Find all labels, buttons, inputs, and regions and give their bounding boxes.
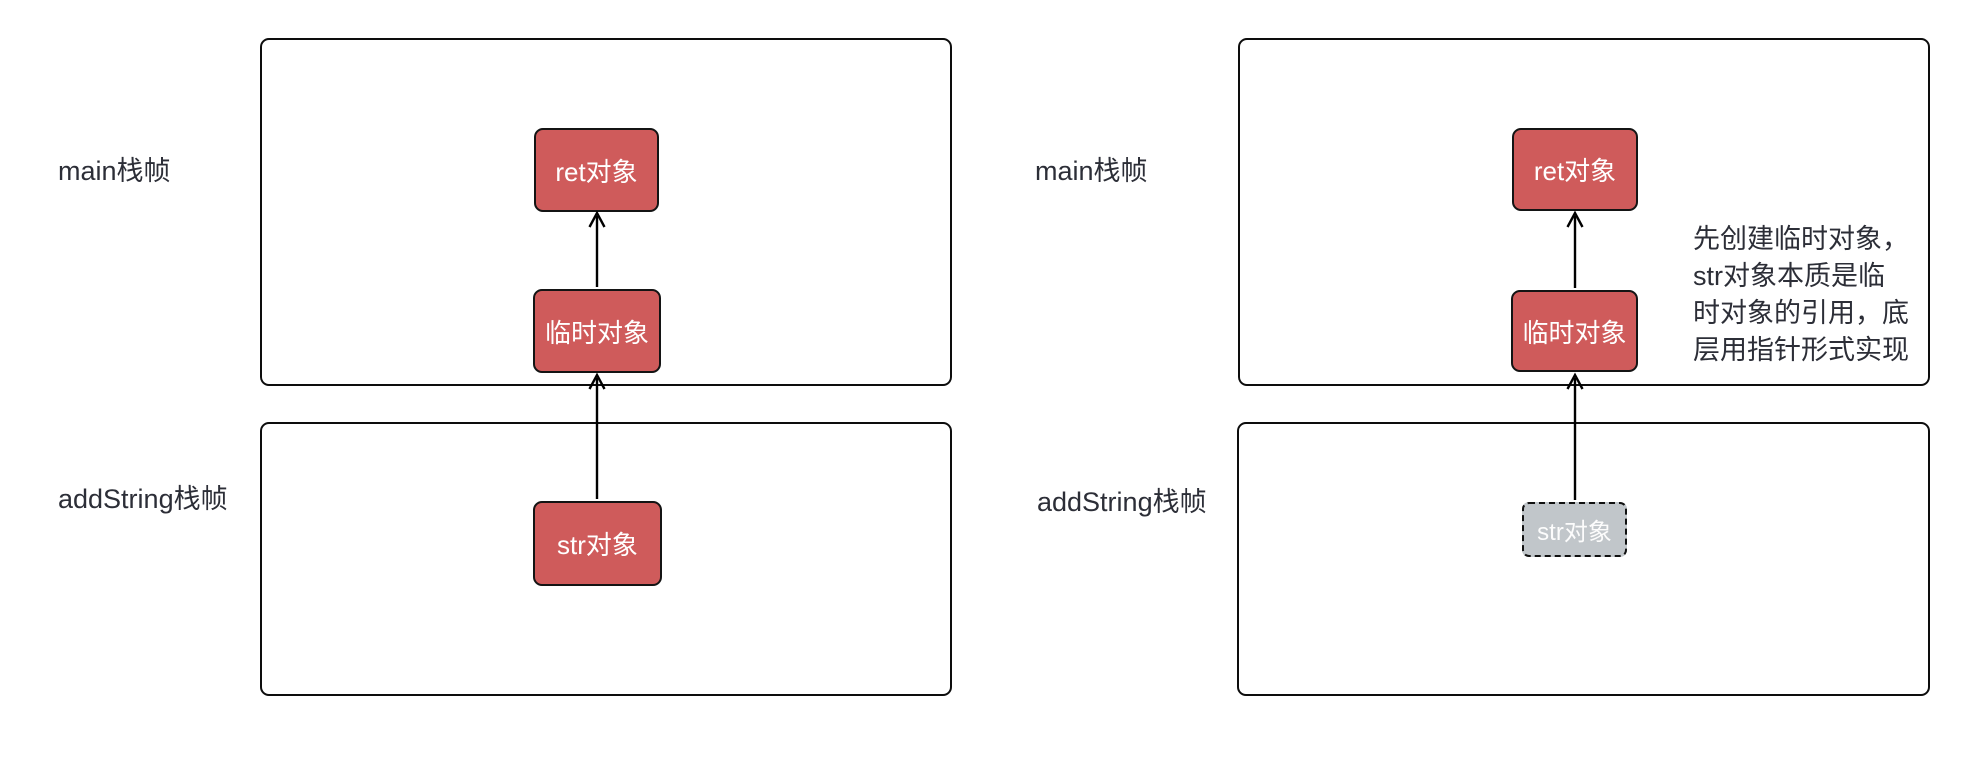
left-main-frame-label: main栈帧	[58, 156, 171, 186]
left-addstring-stack-frame	[260, 422, 952, 696]
right-main-stack-frame	[1238, 38, 1930, 386]
annotation-line: 层用指针形式实现	[1693, 335, 1909, 365]
left-main-stack-frame	[260, 38, 952, 386]
annotation-line: str对象本质是临	[1693, 261, 1885, 291]
left-str-object-box: str对象	[533, 501, 662, 586]
annotation-line: 时对象的引用，底	[1693, 298, 1909, 328]
right-addstring-frame-label: addString栈帧	[1037, 487, 1207, 517]
left-addstring-frame-label: addString栈帧	[58, 484, 228, 514]
right-annotation-text: 先创建临时对象， str对象本质是临 时对象的引用，底 层用指针形式实现	[1693, 221, 1928, 369]
right-ret-object-box: ret对象	[1512, 128, 1638, 211]
right-addstring-stack-frame	[1237, 422, 1930, 696]
right-str-object-box-dashed: str对象	[1522, 502, 1627, 557]
left-temp-object-box: 临时对象	[533, 289, 661, 373]
left-ret-object-box: ret对象	[534, 128, 659, 212]
right-main-frame-label: main栈帧	[1035, 156, 1148, 186]
annotation-line: 先创建临时对象，	[1693, 224, 1909, 254]
right-temp-object-box: 临时对象	[1511, 290, 1638, 372]
